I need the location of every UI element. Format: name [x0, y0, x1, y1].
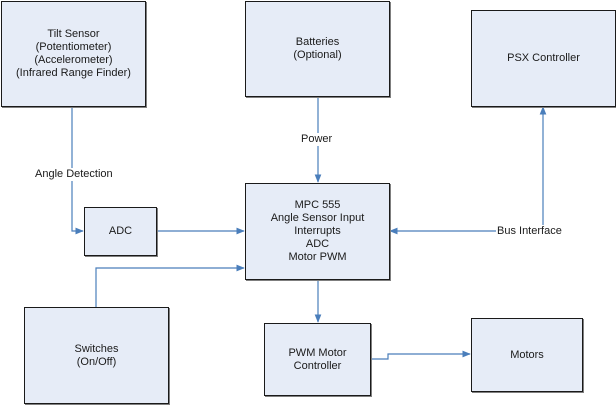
- block-motors: Motors: [471, 318, 583, 392]
- block-mpc555: MPC 555 Angle Sensor Input Interrupts AD…: [245, 183, 390, 280]
- block-tilt-sensor: Tilt Sensor (Potentiometer) (Acceleromet…: [1, 1, 146, 107]
- block-switches: Switches (On/Off): [24, 307, 169, 404]
- block-label: Switches (On/Off): [74, 342, 119, 368]
- connector-pwm-to-motors: [370, 350, 471, 360]
- edge-label-power: Power: [300, 133, 334, 146]
- block-label: Motors: [510, 348, 544, 361]
- edge-label-bus-interface: Bus Interface: [496, 225, 563, 238]
- block-pwm-motor-controller: PWM Motor Controller: [264, 323, 371, 396]
- edge-label-angle-detection: Angle Detection: [34, 168, 114, 181]
- block-label: PWM Motor Controller: [288, 346, 347, 372]
- block-psx-controller: PSX Controller: [471, 10, 616, 107]
- connector-tilt-to-adc: [71, 106, 84, 235]
- block-label: ADC: [108, 225, 133, 237]
- block-label: PSX Controller: [507, 52, 580, 64]
- block-label: Tilt Sensor (Potentiometer) (Acceleromet…: [16, 28, 131, 79]
- connector-switches-to-mpc: [95, 264, 245, 307]
- block-adc: ADC: [84, 207, 157, 256]
- block-batteries: Batteries (Optional): [245, 1, 390, 97]
- block-label: MPC 555 Angle Sensor Input Interrupts AD…: [270, 199, 365, 263]
- block-label: Batteries (Optional): [293, 36, 342, 61]
